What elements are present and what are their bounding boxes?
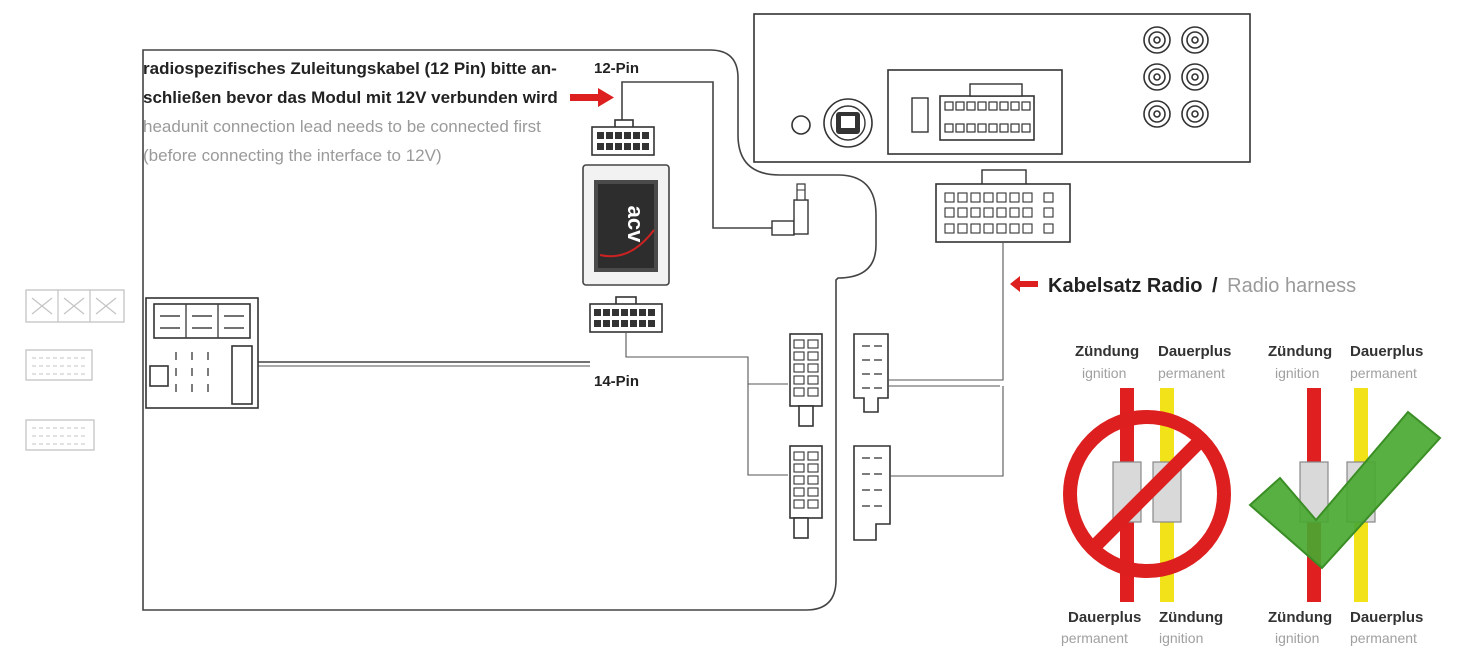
instruction-text: radiospezifisches Zuleitungskabel (12 Pi… (143, 59, 558, 165)
wrong-top-right-de: Dauerplus (1158, 343, 1231, 360)
wrong-top-left-de: Zündung (1075, 343, 1139, 360)
plug-upper-female (853, 333, 889, 413)
headunit-pins (944, 101, 1031, 133)
correct-bottom-left-de: Zündung (1268, 609, 1332, 626)
instruction-de-line1: radiospezifisches Zuleitungskabel (12 Pi… (143, 59, 557, 78)
svg-text:Kabelsatz Radio /: Kabelsatz Radio / Radio harness (1048, 275, 1356, 297)
wrong-top-right-en: permanent (1158, 365, 1225, 381)
plug-lower-male (789, 445, 823, 539)
correct-top-left-en: ignition (1275, 365, 1319, 381)
wrong-bottom-left-en: permanent (1061, 630, 1128, 646)
correct-top-left-de: Zündung (1268, 343, 1332, 360)
red-arrow-icon (570, 88, 614, 107)
connector-14pin (589, 296, 663, 333)
audio-jack-icon (771, 183, 809, 236)
correct-bottom-left-en: ignition (1275, 630, 1319, 646)
rca-sockets-icon (1143, 26, 1209, 128)
correct-bottom-right-de: Dauerplus (1350, 609, 1423, 626)
radio-harness-connector (935, 169, 1071, 243)
plug-lower-female (853, 445, 891, 541)
radio-headunit (753, 13, 1251, 163)
correct-bottom-right-en: permanent (1350, 630, 1417, 646)
connector-12pin (591, 119, 655, 156)
instruction-en-line2: (before connecting the interface to 12V) (143, 146, 442, 165)
prohibited-sign-icon (1063, 410, 1231, 578)
acv-module: acv (582, 164, 670, 286)
radio-harness-label: Kabelsatz Radio / Radio harness (1010, 275, 1356, 297)
car-iso-plug (145, 297, 259, 409)
wrong-bottom-right-en: ignition (1159, 630, 1203, 646)
checkmark-icon (1248, 410, 1442, 570)
plug-upper-male (789, 333, 823, 427)
correct-top-right-de: Dauerplus (1350, 343, 1423, 360)
connector-14pin-pins (594, 309, 655, 327)
connector-12pin-pins (597, 132, 649, 150)
lead-12pin (621, 81, 772, 229)
wrong-bottom-right-de: Zündung (1159, 609, 1223, 626)
wrong-top-left-en: ignition (1082, 365, 1126, 381)
instruction-en-line1: headunit connection lead needs to be con… (143, 117, 541, 136)
instruction-de-line2: schließen bevor das Modul mit 12V verbun… (143, 88, 558, 107)
harness-label-de: Kabelsatz Radio (1048, 275, 1202, 297)
pin12-label: 12-Pin (594, 60, 639, 77)
loom-outline (142, 49, 877, 611)
antenna-socket-icon (823, 98, 873, 148)
radio-harness-wires (888, 243, 1004, 477)
wrong-bottom-left-de: Dauerplus (1068, 609, 1141, 626)
correct-top-right-en: permanent (1350, 365, 1417, 381)
wrong-wiring-panel: Zündung ignition Dauerplus permanent Dau… (1061, 343, 1231, 646)
harness-label-sep: / (1212, 275, 1218, 297)
faded-connector-icons (25, 289, 125, 451)
module-logo: acv (623, 206, 648, 243)
correct-wiring-panel: Zündung ignition Dauerplus permanent Zün… (1248, 343, 1442, 646)
harness-branch (625, 332, 788, 476)
pin14-label: 14-Pin (594, 373, 639, 390)
harness-label-en: Radio harness (1227, 275, 1356, 297)
